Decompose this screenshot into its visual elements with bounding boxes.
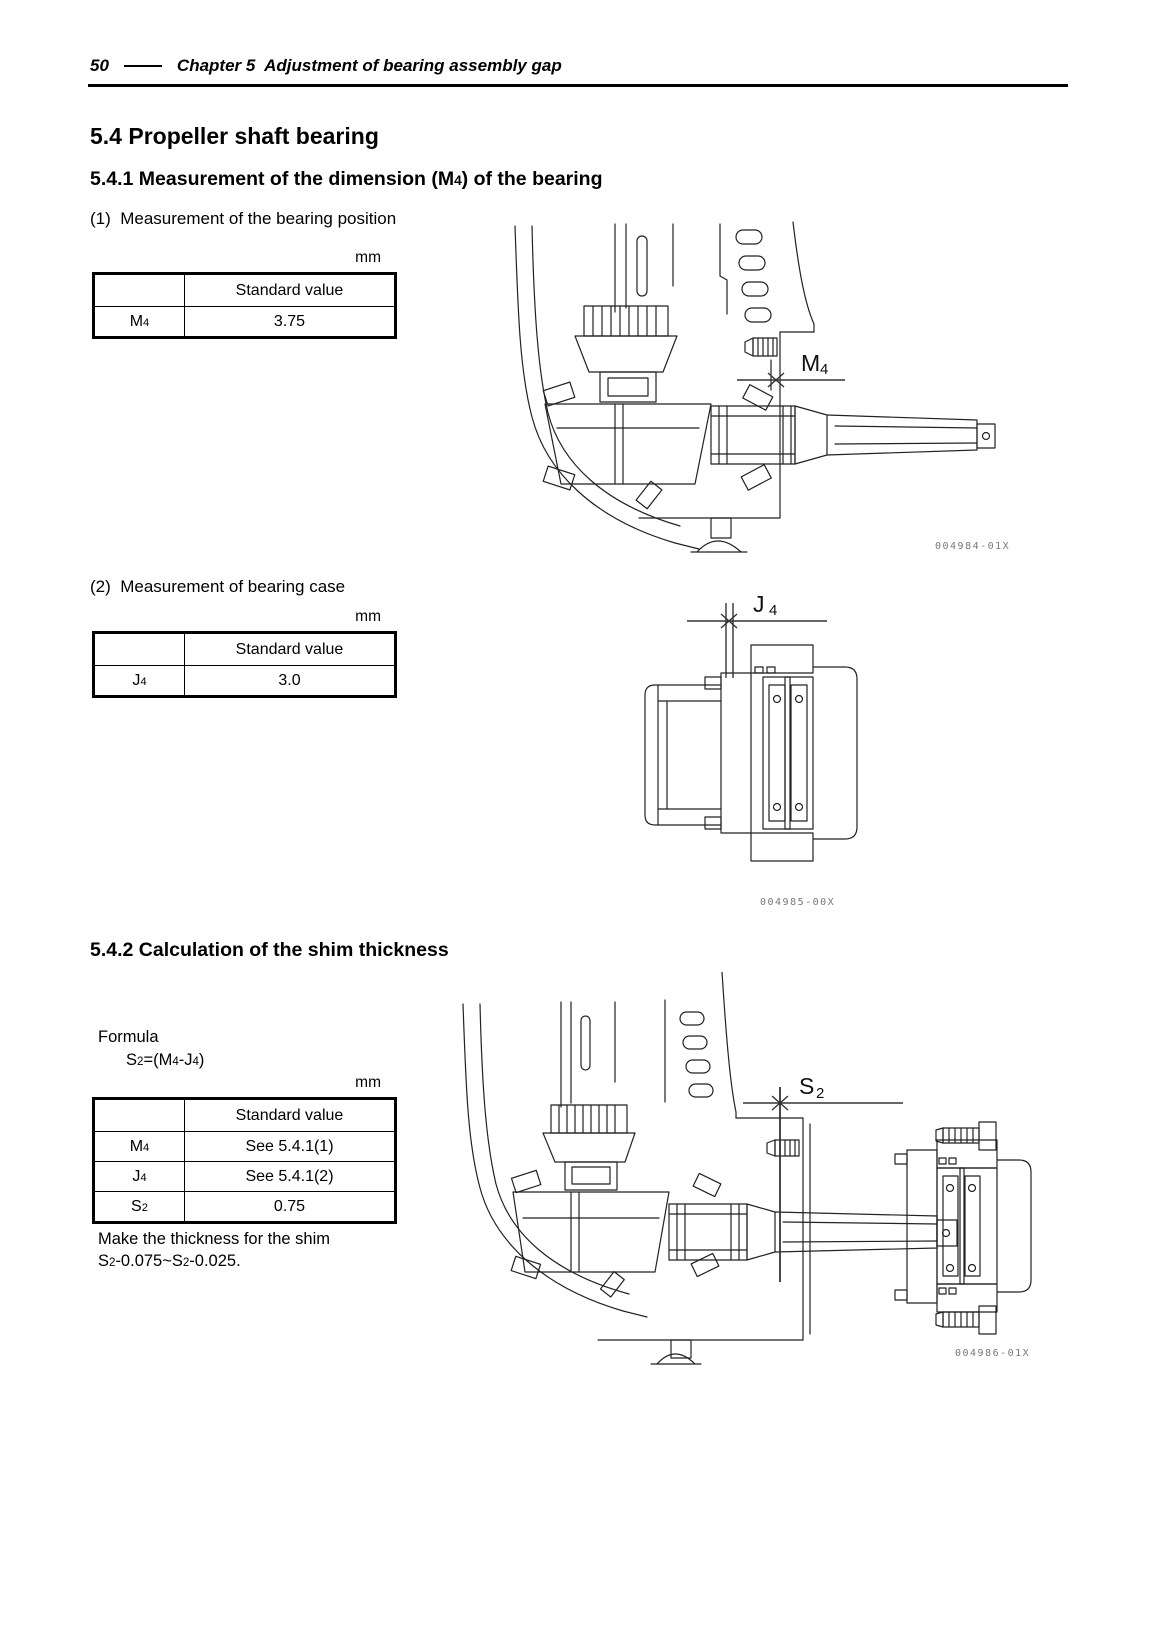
dimension-label-s2-subscript: 2 [816,1085,824,1102]
spec-table-3: mm Standard value M4 See 5.4.1(1) J4 See… [92,1074,397,1224]
table3-corner-cell [93,1098,185,1132]
dimension-label-m4-subscript: 4 [820,361,828,378]
section-title-541: 5.4.1 Measurement of the dimension (M4) … [90,168,603,190]
table3-row-s2-label: S2 [93,1191,185,1223]
figure-1-drawing: M 4 [514,221,996,553]
dimension-label-s2: S [799,1073,814,1099]
table2-row-label: J4 [93,665,185,697]
chapter-title: Chapter 5 Adjustment of bearing assembly… [176,56,562,75]
table-row: J4 See 5.4.1(2) [93,1161,396,1192]
unit-label: mm [355,608,381,625]
dimension-label-j4-subscript: 4 [769,602,777,619]
page-number: 50 [90,56,109,75]
table3-row-s2-value: 0.75 [184,1191,396,1223]
formula-expression: S2=(M4-J4) [126,1051,205,1069]
table3-row-j4-label: J4 [93,1161,185,1192]
table2-header-standard-value: Standard value [184,632,396,666]
table-row: S2 0.75 [93,1191,396,1223]
table3-row-m4-label: M4 [93,1131,185,1162]
list-item-1: (1) Measurement of the bearing position [90,209,397,228]
figure-3-drawing: S 2 [462,972,1032,1365]
table3-row-j4-value: See 5.4.1(2) [184,1161,396,1192]
spec-table-2: mm Standard value J4 3.0 [92,608,397,698]
shim-note-line2: S2-0.075~S2-0.025. [98,1252,241,1270]
figure-2-code: 004985-00X [760,897,836,908]
section-title-54: 5.4 Propeller shaft bearing [90,123,379,149]
figure-2-drawing: J 4 [644,591,858,862]
table-row: M4 3.75 [93,306,396,338]
table2-corner-cell [93,632,185,666]
unit-label: mm [355,249,381,266]
spec-table-1: mm Standard value M4 3.75 [92,249,397,339]
page-header: 50 Chapter 5 Adjustment of bearing assem… [90,56,562,76]
section-title-542: 5.4.2 Calculation of the shim thickness [90,939,449,961]
table-row: M4 See 5.4.1(1) [93,1131,396,1162]
dimension-label-m4: M [801,350,820,376]
table1-row-label: M4 [93,306,185,338]
shim-note: Make the thickness for the shim S2-0.075… [98,1228,378,1272]
table2-row-value: 3.0 [184,665,396,697]
table3-row-m4-value: See 5.4.1(1) [184,1131,396,1162]
list-item-2: (2) Measurement of bearing case [90,577,346,596]
shim-note-line1: Make the thickness for the shim [98,1230,331,1248]
table1-row-value: 3.75 [184,306,396,338]
table-row: J4 3.0 [93,665,396,697]
table1-corner-cell [93,273,185,307]
dimension-label-j4: J [753,591,765,617]
header-dash [123,65,162,67]
table1-header-standard-value: Standard value [184,273,396,307]
figure-1-code: 004984-01X [935,541,1011,552]
figure-3-code: 004986-01X [955,1348,1031,1359]
unit-label: mm [355,1074,381,1091]
table3-header-standard-value: Standard value [184,1098,396,1132]
header-rule [88,84,1068,87]
formula-heading: Formula [98,1028,159,1046]
